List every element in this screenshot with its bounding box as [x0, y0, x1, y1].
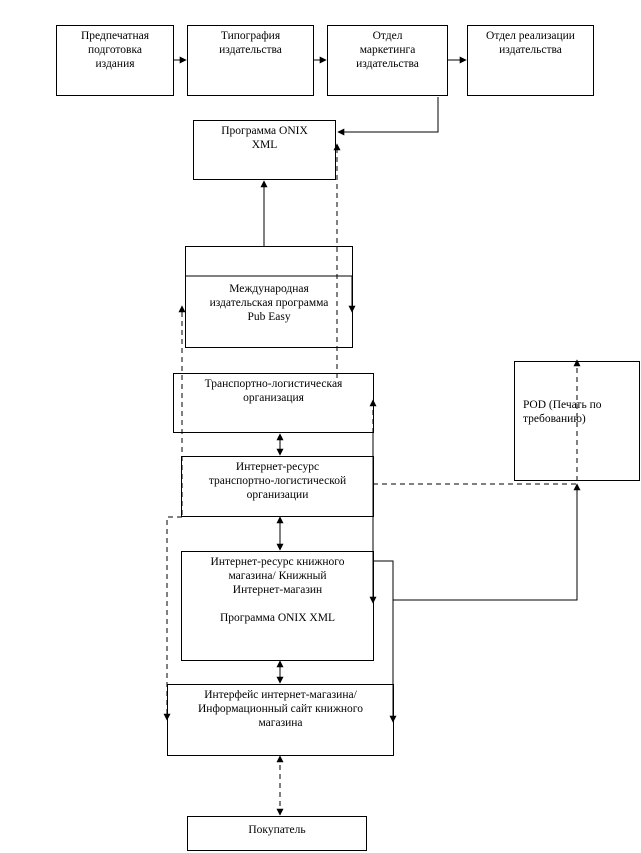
node-prepress: Предпечатная подготовка издания: [56, 25, 174, 96]
dashed-frame-interface: [163, 516, 182, 721]
node-sales: Отдел реализации издательства: [467, 25, 594, 96]
node-sales-label: Отдел реализации издательства: [486, 30, 575, 56]
node-pubeasy: Международная издательская программа Pub…: [185, 246, 353, 348]
node-logistics-label: Транспортно-логистическая организация: [204, 378, 343, 404]
node-marketing: Отдел маркетинга издательства: [327, 25, 448, 96]
node-shop-interface: Интерфейс интернет-магазина/ Информацион…: [167, 684, 394, 756]
node-prepress-label: Предпечатная подготовка издания: [81, 30, 149, 70]
node-onix-label: Программа ONIX XML: [221, 125, 308, 151]
node-shop-interface-label: Интерфейс интернет-магазина/ Информацион…: [198, 689, 363, 729]
node-pod-label: POD (Печать по требованию): [523, 399, 602, 425]
node-printing: Типография издательства: [187, 25, 314, 96]
node-logistics: Транспортно-логистическая организация: [173, 373, 374, 433]
node-bookshop-web: Интернет-ресурс книжного магазина/ Книжн…: [181, 551, 374, 661]
node-buyer-label: Покупатель: [248, 824, 306, 836]
arrow-bookshop-to-pod: [393, 483, 581, 601]
node-logistics-web-label: Интернет-ресурс транспортно-логистическо…: [208, 461, 347, 501]
node-bookshop-web-label: Интернет-ресурс книжного магазина/ Книжн…: [210, 556, 345, 624]
node-pod: POD (Печать по требованию): [514, 361, 640, 481]
node-pubeasy-label: Международная издательская программа Pub…: [209, 283, 329, 323]
node-marketing-label: Отдел маркетинга издательства: [356, 30, 419, 70]
arrow-interface-right: [373, 560, 397, 723]
dashed-web-to-pod: [373, 359, 581, 485]
node-logistics-web: Интернет-ресурс транспортно-логистическо…: [181, 456, 374, 517]
node-buyer: Покупатель: [187, 816, 367, 851]
node-printing-label: Типография издательства: [219, 30, 282, 56]
node-onix: Программа ONIX XML: [193, 120, 336, 180]
arrow-marketing-to-onix: [337, 97, 439, 136]
